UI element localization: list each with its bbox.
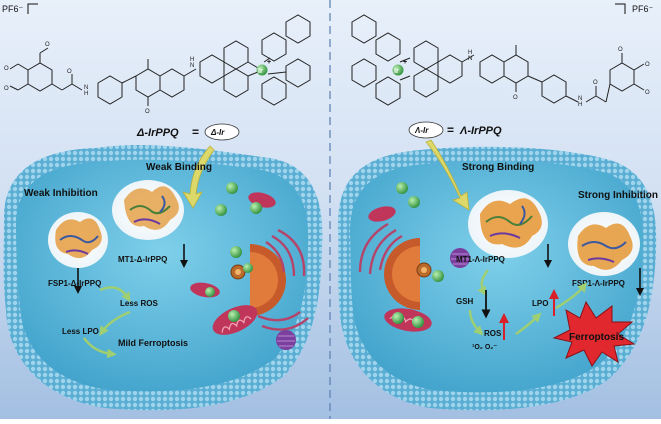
svg-text:O: O: [645, 90, 650, 96]
right-protein-complex-fsp1: [568, 212, 640, 276]
right-gsh-curve: [477, 269, 489, 297]
svg-text:O: O: [513, 95, 518, 101]
right-outcome: Ferroptosis: [569, 332, 624, 343]
right-ros-curve: [468, 309, 484, 336]
right-ros: ROS: [484, 329, 502, 338]
left-mt1-label: MT1-Δ-IrPPQ: [118, 255, 167, 264]
right-badge: Λ-Ir: [408, 121, 444, 139]
svg-text:H: H: [84, 91, 88, 97]
svg-text:H: H: [468, 50, 472, 56]
left-nucleus: [230, 244, 286, 316]
left-less-lpo: Less LPO: [62, 327, 99, 336]
left-equals: =: [192, 125, 199, 139]
right-counterion: PF6⁻: [632, 4, 654, 14]
svg-text:+: +: [267, 59, 271, 66]
svg-text:Ir: Ir: [394, 68, 399, 75]
svg-text:N: N: [84, 85, 88, 91]
svg-text:Λ-Ir: Λ-Ir: [414, 126, 429, 135]
left-counterion: PF6⁻: [2, 4, 24, 14]
left-ros-curve: [99, 286, 131, 303]
left-iridium-center: Ir +: [256, 59, 271, 76]
right-molecule-atoms: HN O HN O OOO: [468, 47, 650, 108]
svg-text:H: H: [190, 57, 194, 63]
right-fsp1-curve: [555, 282, 587, 310]
svg-text:O: O: [645, 62, 650, 68]
left-molecule-atoms: O HN OOO O NH: [4, 42, 194, 115]
left-molecule-structure: [9, 14, 311, 106]
left-lysosome: [276, 330, 296, 350]
left-protein-complex-fsp1: [48, 212, 108, 268]
svg-text:Δ-Ir: Δ-Ir: [210, 128, 225, 137]
svg-text:O: O: [4, 66, 9, 72]
left-lpo-curve: [99, 310, 131, 336]
right-gsh: GSH: [456, 297, 474, 306]
right-molecule-structure: [351, 14, 645, 106]
right-inhibition-label: Strong Inhibition: [578, 190, 658, 201]
svg-text:O: O: [618, 47, 623, 53]
svg-text:O: O: [4, 86, 9, 92]
left-protein-complex-mt1: [112, 180, 184, 240]
svg-text:+: +: [403, 59, 407, 66]
left-endoplasmic-reticulum: [257, 228, 309, 331]
svg-text:H: H: [578, 102, 582, 108]
left-binding-label: Weak Binding: [146, 162, 212, 173]
svg-text:N: N: [468, 56, 472, 62]
right-species: ¹O₂ O₂⁻: [472, 344, 497, 351]
right-iridium-center: Ir +: [392, 59, 407, 76]
svg-text:N: N: [578, 96, 582, 102]
right-endoplasmic-reticulum: [358, 222, 403, 275]
left-inhibition-label: Weak Inhibition: [24, 188, 98, 199]
right-equals: =: [447, 123, 454, 137]
right-curved-arrow: [425, 139, 470, 211]
right-fsp1-label: FSP1-Λ-IrPPQ: [572, 279, 625, 288]
right-lysosome: [450, 248, 470, 268]
left-equation-lhs: Δ-IrPPQ: [136, 127, 179, 139]
left-bracket: [27, 3, 38, 14]
left-badge: Δ-Ir: [204, 123, 240, 141]
left-outcome: Mild Ferroptosis: [118, 338, 188, 348]
svg-text:O: O: [45, 42, 50, 48]
right-lpo: LPO: [532, 299, 548, 308]
svg-text:Ir: Ir: [258, 68, 263, 75]
svg-text:O: O: [145, 109, 150, 115]
right-bracket: [615, 3, 626, 14]
left-curved-arrow: [182, 145, 215, 209]
svg-text:O: O: [593, 80, 598, 86]
right-equation-rhs: Λ-IrPPQ: [459, 125, 502, 137]
left-less-ros: Less ROS: [120, 299, 158, 308]
left-outcome-curve: [83, 337, 117, 359]
right-nucleus: [384, 238, 432, 310]
svg-text:N: N: [190, 63, 194, 69]
svg-text:O: O: [67, 69, 72, 75]
ferroptosis-burst: Ferroptosis: [552, 300, 636, 367]
left-fsp1-label: FSP1-Δ-IrPPQ: [48, 279, 101, 288]
right-protein-complex-mt1: [468, 190, 548, 258]
right-lpo-curve: [515, 312, 542, 335]
right-mt1-label: MT1-Λ-IrPPQ: [456, 255, 505, 264]
right-binding-label: Strong Binding: [462, 162, 534, 173]
